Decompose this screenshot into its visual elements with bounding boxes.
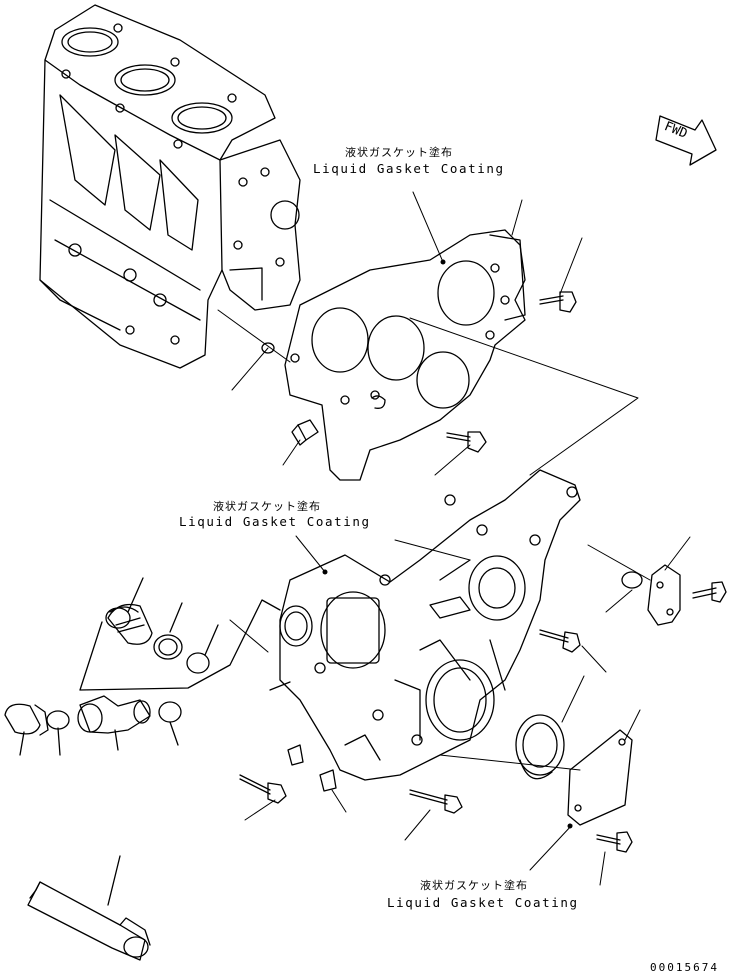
callout-3-en: Liquid Gasket Coating — [387, 895, 579, 910]
callout-2-en: Liquid Gasket Coating — [179, 514, 371, 529]
fwd-arrow-outline — [655, 115, 717, 166]
liquid-gasket-tube — [27, 855, 151, 961]
drawing-number: 00015674 — [650, 961, 719, 974]
leader-lines-upper — [217, 191, 639, 476]
cylinder-block — [39, 4, 301, 369]
callout-1-en: Liquid Gasket Coating — [313, 161, 505, 176]
callout-3-jp: 液状ガスケット塗布 — [420, 879, 528, 892]
oil-filler-parts — [4, 577, 291, 756]
gear-case-bolts — [239, 629, 581, 814]
access-cover-plate — [567, 729, 633, 853]
leader-lines-lower — [229, 535, 691, 886]
callout-1-jp: 液状ガスケット塗布 — [345, 146, 453, 159]
timing-gear-case — [279, 469, 581, 781]
callout-2-jp: 液状ガスケット塗布 — [213, 500, 321, 513]
front-plate — [284, 229, 526, 481]
front-oil-seal — [515, 714, 565, 780]
gasket-dots — [322, 259, 573, 829]
cover-plate-small — [621, 564, 727, 626]
front-plate-bolts — [446, 291, 577, 453]
dowel-pins — [261, 342, 319, 446]
